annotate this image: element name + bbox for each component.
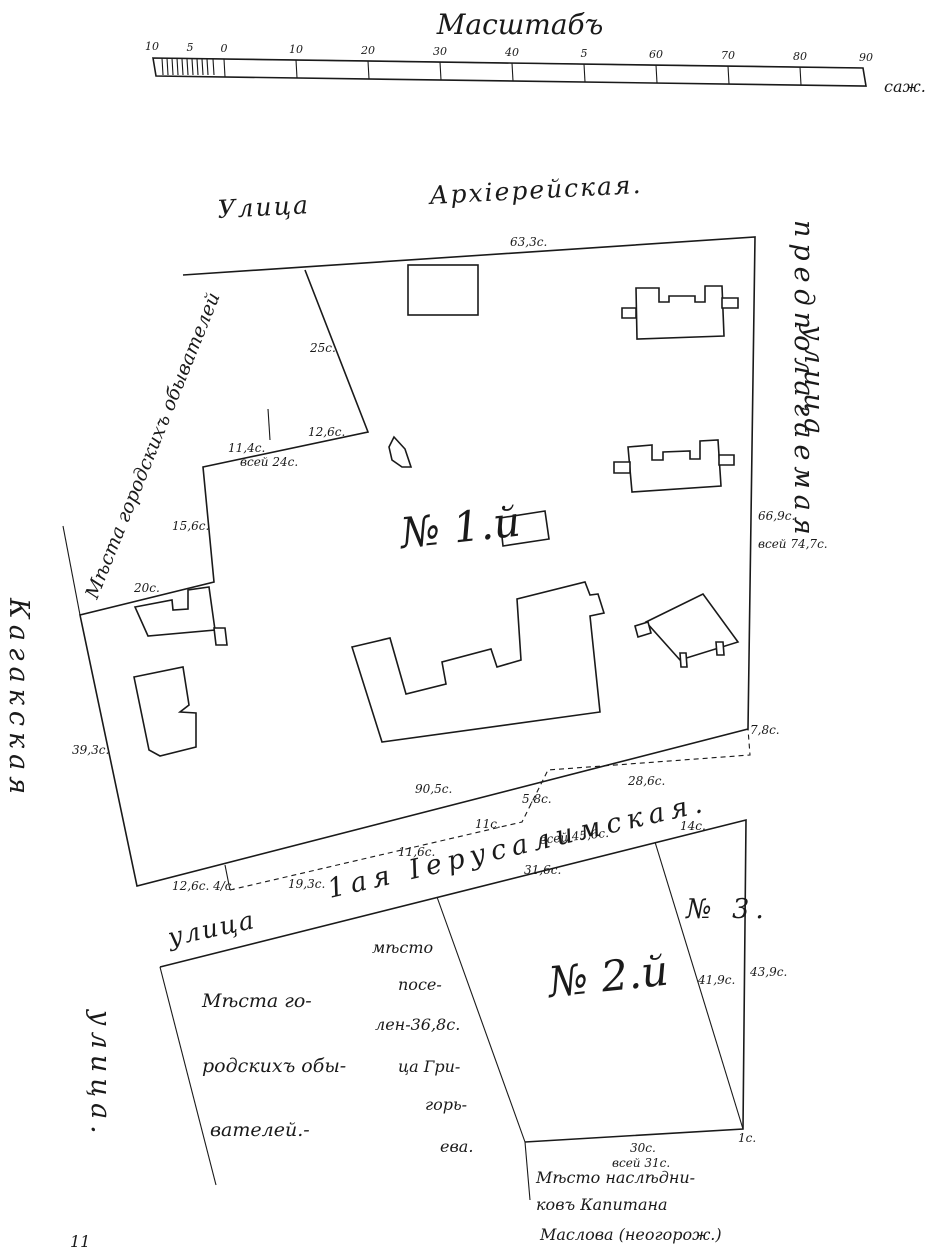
- note-right-line-2: посе-: [398, 975, 442, 994]
- scale-tick-label: 40: [504, 46, 519, 59]
- dim-11-4: 11,4с.: [228, 441, 265, 455]
- scale-tick-label: 30: [433, 45, 447, 58]
- note-bottom-line-3: Маслова (неогорож.): [539, 1225, 722, 1244]
- note-right-line-1: мѣсто: [372, 938, 433, 957]
- note-left-line-3: вателей.-: [210, 1119, 310, 1141]
- dim-39-3: 39,3с.: [72, 743, 109, 757]
- scale-tick-label: 80: [793, 50, 807, 63]
- street-label-top-word: Улица: [217, 190, 311, 224]
- scale-tick-label: 10: [145, 40, 159, 53]
- building-house-a: [635, 285, 725, 340]
- plot-2-label: № 2.й: [544, 946, 671, 1008]
- dim-90-5: 90,5с.: [415, 782, 452, 796]
- dim-total-31: всей 31с.: [612, 1156, 670, 1170]
- dim-14: 14с.: [680, 819, 706, 833]
- note-left-line-2: родскихъ обы-: [202, 1055, 346, 1077]
- scale-unit: саж.: [884, 77, 926, 96]
- street-label-right-top: улица: [798, 324, 829, 440]
- dim-31-6: 31,6с.: [524, 863, 561, 877]
- scale-ruler: [152, 57, 867, 87]
- buildings: [133, 264, 740, 757]
- dim-total-24: всей 24с.: [240, 455, 298, 469]
- scale-tick-label: 90: [859, 51, 873, 64]
- scale-bar: Масштабъ 10 5 0 10: [145, 8, 926, 96]
- scale-tick-label: 5: [187, 41, 194, 54]
- note-right-line-5: горь-: [425, 1095, 467, 1114]
- dim-43-9: 43,9с.: [749, 965, 787, 979]
- dim-11-6: 11,6с.: [398, 845, 435, 859]
- street-label-left-top: Кагакская: [3, 597, 34, 800]
- note-right-line-3: лен-36,8с.: [375, 1015, 460, 1034]
- dim-20: 20с.: [133, 581, 160, 595]
- plots-south-boundary: [159, 818, 747, 1143]
- building-main-house: [350, 581, 606, 743]
- building-small: [499, 510, 550, 547]
- dim-total-74-7: всей 74,7с.: [758, 537, 828, 551]
- plot-left-edge: [159, 966, 217, 1186]
- dim-12-6-4: 12,6с. 4/с.: [172, 879, 235, 893]
- scale-tick-label: 20: [360, 44, 375, 57]
- dimension-labels: 63,3с. 25с. 12,6с. 11,4с. всей 24с. 15,6…: [72, 235, 828, 1170]
- street-label-top-name: Архiерейская.: [427, 170, 643, 210]
- building-west-upper: [133, 586, 216, 637]
- note-right-line-4: ца Гри-: [398, 1057, 460, 1076]
- dim-5-8: 5,8с.: [522, 792, 552, 806]
- note-city-places: Мѣста городскихъ обывателей: [81, 289, 225, 603]
- dim-12-6: 12,6с.: [308, 425, 345, 439]
- scale-tick-label: 0: [221, 42, 228, 55]
- well-octagon: [388, 435, 413, 468]
- plot-3-left-edge: [654, 841, 744, 1130]
- dim-41-9: 41,9с.: [697, 973, 735, 987]
- dim-66-9: 66,9с.: [758, 509, 795, 523]
- note-left-line-1: Мѣста го-: [201, 990, 312, 1012]
- street-label-middle-name: 1ая Ieрусалимская.: [325, 787, 711, 905]
- street-label-left-bottom: улица.: [85, 1009, 116, 1140]
- dim-30: 30с.: [630, 1141, 656, 1155]
- dim-7-8: 7,8с.: [750, 723, 780, 737]
- building-shed: [407, 264, 479, 316]
- street-edge-dashed: [229, 728, 751, 891]
- building-angled: [644, 592, 740, 661]
- dim-28-6: 28,6с.: [627, 774, 665, 788]
- building-house-b: [627, 439, 722, 493]
- dim-1: 1с.: [738, 1131, 756, 1145]
- plot-boundaries: [62, 236, 756, 1201]
- scale-tick-label: 5: [581, 47, 588, 60]
- note-bottom-line-1: Мѣсто наслѣдни-: [535, 1168, 695, 1187]
- street-label-right-long: предполагаемая: [788, 220, 819, 541]
- note-bottom-line-2: ковъ Капитана: [536, 1195, 668, 1214]
- city-places-left-edge: [62, 525, 81, 616]
- note-right-line-6: ева.: [440, 1137, 473, 1156]
- scale-title: Масштабъ: [436, 8, 604, 41]
- scale-tick-label: 70: [721, 49, 735, 62]
- dim-15-6: 15,6с.: [172, 519, 209, 533]
- plot-3-label: № 3.: [685, 894, 770, 925]
- building-west-lower: [133, 666, 197, 757]
- dim-11: 11с.: [475, 817, 501, 831]
- street-label-middle-word: улица: [164, 905, 258, 952]
- plot-1-label: № 1.й: [396, 497, 523, 559]
- corner-mark: 11: [70, 1232, 90, 1247]
- scale-tick-label: 10: [289, 43, 303, 56]
- scale-tick-label: 60: [649, 48, 663, 61]
- plot-2-left-edge: [436, 896, 526, 1143]
- dim-19-3: 19,3с.: [288, 877, 325, 891]
- dim-25: 25с.: [309, 341, 336, 355]
- dim-top-edge: 63,3с.: [510, 235, 547, 249]
